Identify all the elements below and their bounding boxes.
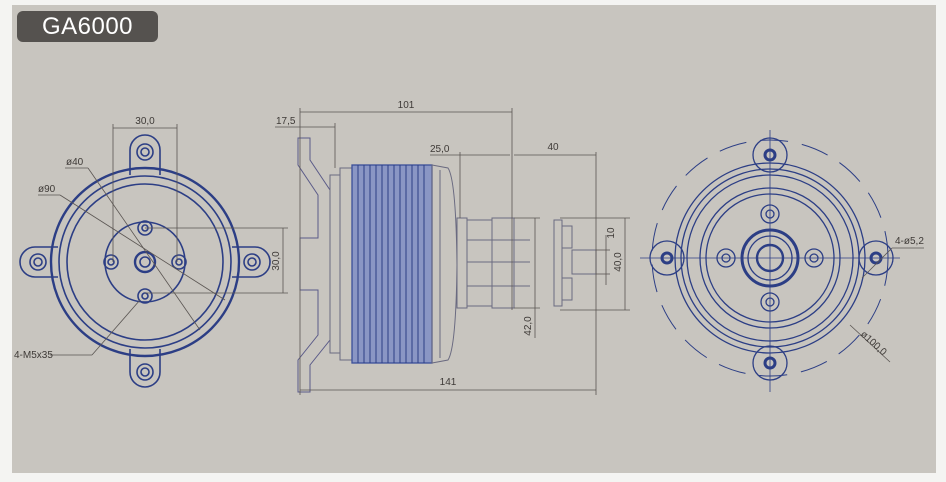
dim-width-top: 30,0 <box>135 116 155 127</box>
dim-height-right: 30,0 <box>271 251 282 271</box>
dim-holes: 4-ø5,2 <box>895 236 924 247</box>
dim-screws: 4-M5x35 <box>14 350 53 361</box>
dim-rear-dia: ø100,0 <box>858 329 889 358</box>
dim-dia-inner: ø40 <box>66 157 84 168</box>
front-view: 30,0 30,0 ø40 ø90 4-M5x35 <box>14 116 288 388</box>
side-view: 101 17,5 25,0 40 141 42,0 40,0 10 <box>275 100 630 395</box>
model-title-badge: GA6000 <box>17 11 158 42</box>
dim-overall-front: 101 <box>398 100 415 111</box>
rear-view: 4-ø5,2 ø100,0 <box>640 130 924 392</box>
dim-adapter-dia: 40,0 <box>613 252 624 272</box>
dim-flange: 17,5 <box>276 116 296 127</box>
dim-overall-length: 141 <box>440 377 457 388</box>
dim-dia-outer: ø90 <box>38 184 56 195</box>
dim-shaft-section: 25,0 <box>430 144 450 155</box>
dim-shaft-dia: 10 <box>606 227 617 239</box>
dim-hub-dia: 42,0 <box>523 316 534 336</box>
dim-shaft-length: 40 <box>547 142 559 153</box>
